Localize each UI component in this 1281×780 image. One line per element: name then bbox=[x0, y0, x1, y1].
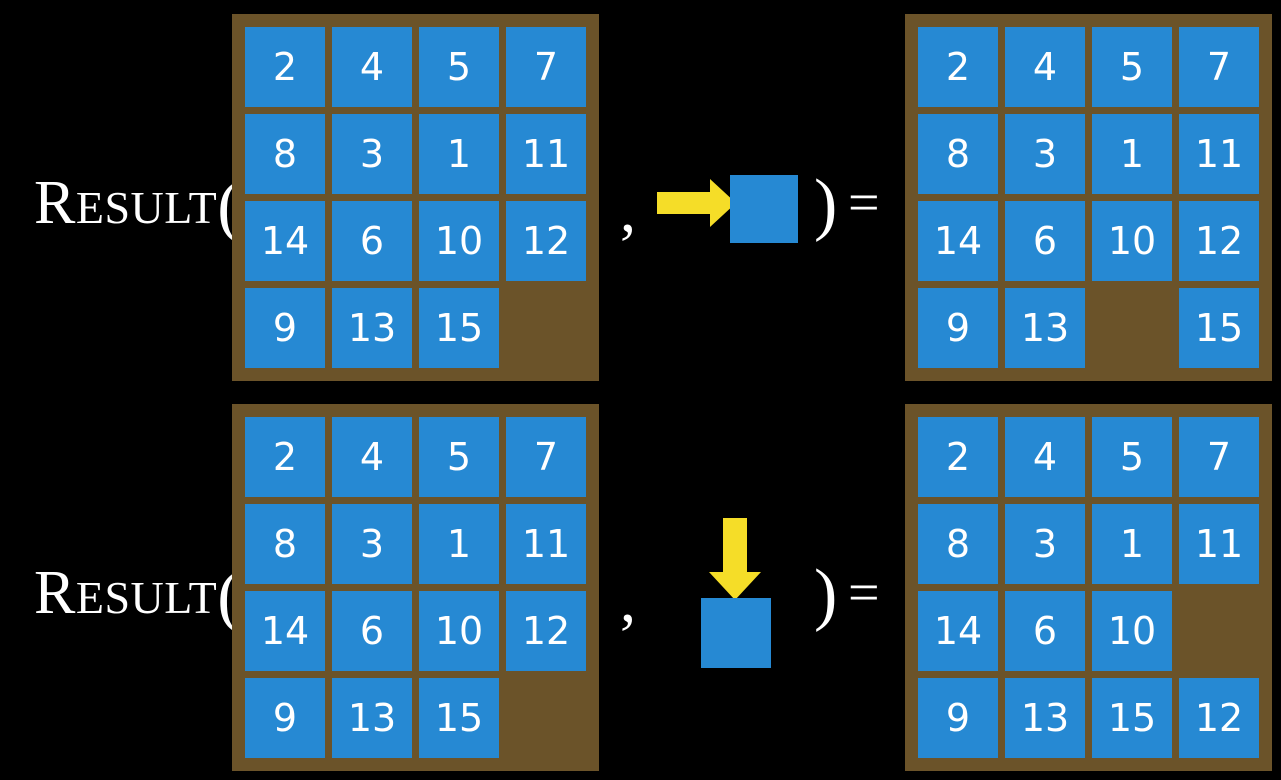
move-indicator-row-1 bbox=[650, 160, 810, 260]
move-indicator-row-2 bbox=[690, 510, 810, 670]
result-function-label-row-2: RESULT( bbox=[34, 556, 241, 632]
tile[interactable]: 2 bbox=[918, 417, 998, 497]
equals-sign-row-1: = bbox=[848, 172, 880, 234]
tile[interactable]: 11 bbox=[1179, 504, 1259, 584]
tile[interactable]: 10 bbox=[1092, 591, 1172, 671]
tile[interactable]: 11 bbox=[1179, 114, 1259, 194]
tile[interactable]: 6 bbox=[332, 201, 412, 281]
tile[interactable]: 6 bbox=[332, 591, 412, 671]
output-board-grid-row-2: 2 4 5 7 8 3 1 11 14 6 10 9 13 15 12 bbox=[918, 417, 1259, 758]
tile[interactable]: 3 bbox=[332, 504, 412, 584]
tile[interactable]: 8 bbox=[245, 504, 325, 584]
tile[interactable]: 3 bbox=[1005, 114, 1085, 194]
tile[interactable]: 11 bbox=[506, 114, 586, 194]
tile[interactable]: 6 bbox=[1005, 591, 1085, 671]
input-board-row-1: 2 4 5 7 8 3 1 11 14 6 10 12 9 13 15 bbox=[232, 14, 599, 381]
tile[interactable]: 14 bbox=[245, 591, 325, 671]
tile[interactable]: 8 bbox=[918, 504, 998, 584]
empty-tile bbox=[506, 288, 586, 368]
tile[interactable]: 8 bbox=[918, 114, 998, 194]
input-board-grid-row-1: 2 4 5 7 8 3 1 11 14 6 10 12 9 13 15 bbox=[245, 27, 586, 368]
tile[interactable]: 7 bbox=[506, 417, 586, 497]
argument-separator-comma-row-1: , bbox=[620, 174, 636, 245]
tile[interactable]: 7 bbox=[1179, 417, 1259, 497]
tile[interactable]: 3 bbox=[332, 114, 412, 194]
tile[interactable]: 7 bbox=[506, 27, 586, 107]
tile[interactable]: 5 bbox=[1092, 27, 1172, 107]
tile[interactable]: 1 bbox=[419, 114, 499, 194]
tile[interactable]: 2 bbox=[245, 417, 325, 497]
tile[interactable]: 4 bbox=[332, 417, 412, 497]
tile[interactable]: 10 bbox=[419, 591, 499, 671]
tile[interactable]: 3 bbox=[1005, 504, 1085, 584]
result-label-rest-row-1: ESULT bbox=[75, 182, 218, 233]
output-board-row-2: 2 4 5 7 8 3 1 11 14 6 10 9 13 15 12 bbox=[905, 404, 1272, 771]
tile[interactable]: 15 bbox=[419, 678, 499, 758]
tile[interactable]: 12 bbox=[1179, 678, 1259, 758]
tile[interactable]: 1 bbox=[419, 504, 499, 584]
tile[interactable]: 9 bbox=[918, 288, 998, 368]
tile[interactable]: 9 bbox=[245, 678, 325, 758]
tile[interactable]: 15 bbox=[1092, 678, 1172, 758]
argument-separator-comma-row-2: , bbox=[620, 564, 636, 635]
tile[interactable]: 13 bbox=[1005, 288, 1085, 368]
tile[interactable]: 8 bbox=[245, 114, 325, 194]
moving-tile-row-2[interactable] bbox=[701, 598, 771, 668]
tile[interactable]: 2 bbox=[918, 27, 998, 107]
close-paren-row-1: ) bbox=[814, 166, 838, 243]
moving-tile-row-1[interactable] bbox=[730, 175, 798, 243]
empty-tile bbox=[1092, 288, 1172, 368]
tile[interactable]: 15 bbox=[1179, 288, 1259, 368]
tile[interactable]: 14 bbox=[245, 201, 325, 281]
tile[interactable]: 2 bbox=[245, 27, 325, 107]
tile[interactable]: 9 bbox=[918, 678, 998, 758]
tile[interactable]: 5 bbox=[419, 27, 499, 107]
result-label-cap-row-1: R bbox=[34, 169, 76, 237]
tile[interactable]: 12 bbox=[506, 591, 586, 671]
result-label-rest-row-2: ESULT bbox=[75, 572, 218, 623]
tile[interactable]: 5 bbox=[1092, 417, 1172, 497]
output-board-row-1: 2 4 5 7 8 3 1 11 14 6 10 12 9 13 15 bbox=[905, 14, 1272, 381]
arrow-down-icon bbox=[709, 518, 761, 600]
tile[interactable]: 4 bbox=[1005, 27, 1085, 107]
tile[interactable]: 6 bbox=[1005, 201, 1085, 281]
equation-row-2: RESULT( 2 4 5 7 8 3 1 11 14 6 10 12 9 13… bbox=[0, 390, 1281, 780]
tile[interactable]: 1 bbox=[1092, 504, 1172, 584]
input-board-row-2: 2 4 5 7 8 3 1 11 14 6 10 12 9 13 15 bbox=[232, 404, 599, 771]
tile[interactable]: 13 bbox=[332, 288, 412, 368]
tile[interactable]: 1 bbox=[1092, 114, 1172, 194]
tile[interactable]: 10 bbox=[419, 201, 499, 281]
tile[interactable]: 12 bbox=[506, 201, 586, 281]
output-board-grid-row-1: 2 4 5 7 8 3 1 11 14 6 10 12 9 13 15 bbox=[918, 27, 1259, 368]
close-paren-row-2: ) bbox=[814, 556, 838, 633]
tile[interactable]: 7 bbox=[1179, 27, 1259, 107]
tile[interactable]: 12 bbox=[1179, 201, 1259, 281]
tile[interactable]: 4 bbox=[332, 27, 412, 107]
tile[interactable]: 13 bbox=[332, 678, 412, 758]
tile[interactable]: 4 bbox=[1005, 417, 1085, 497]
tile[interactable]: 5 bbox=[419, 417, 499, 497]
input-board-grid-row-2: 2 4 5 7 8 3 1 11 14 6 10 12 9 13 15 bbox=[245, 417, 586, 758]
empty-tile bbox=[1179, 591, 1259, 671]
tile[interactable]: 11 bbox=[506, 504, 586, 584]
tile[interactable]: 14 bbox=[918, 591, 998, 671]
tile[interactable]: 13 bbox=[1005, 678, 1085, 758]
equals-sign-row-2: = bbox=[848, 562, 880, 624]
result-label-cap-row-2: R bbox=[34, 559, 76, 627]
tile[interactable]: 14 bbox=[918, 201, 998, 281]
arrow-right-icon bbox=[657, 179, 736, 227]
empty-tile bbox=[506, 678, 586, 758]
tile[interactable]: 15 bbox=[419, 288, 499, 368]
tile[interactable]: 9 bbox=[245, 288, 325, 368]
equation-row-1: RESULT( 2 4 5 7 8 3 1 11 14 6 10 12 9 13… bbox=[34, 14, 1272, 381]
result-function-label-row-1: RESULT( bbox=[34, 166, 241, 242]
tile[interactable]: 10 bbox=[1092, 201, 1172, 281]
